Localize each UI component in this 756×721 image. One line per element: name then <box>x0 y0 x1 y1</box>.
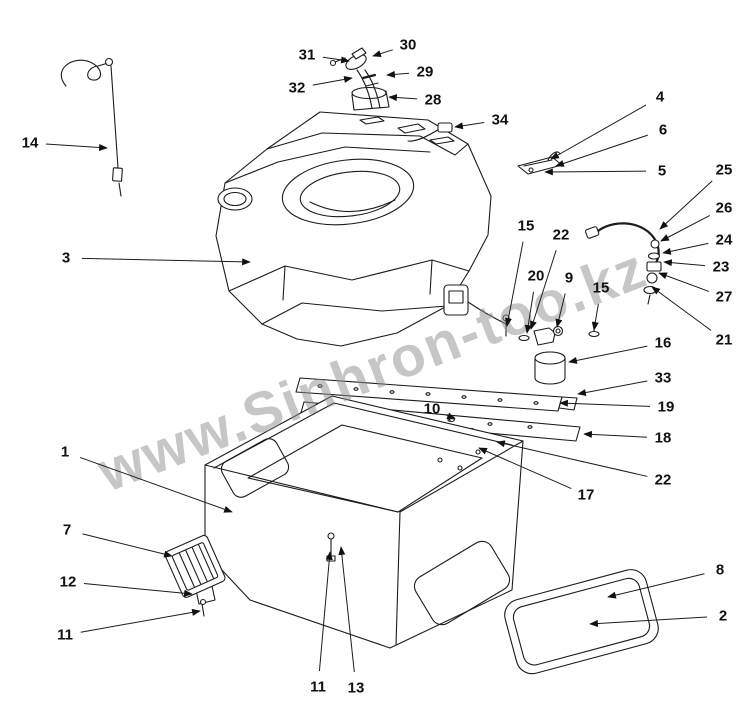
leader-line <box>312 75 353 86</box>
leader-line <box>454 121 485 130</box>
leader-line <box>658 272 710 292</box>
callout-label: 26 <box>716 200 733 217</box>
callout-label: 3 <box>62 250 70 267</box>
cover-panel <box>504 569 659 675</box>
leader-line <box>607 573 705 599</box>
callout-label: 12 <box>60 574 77 591</box>
callout-label: 2 <box>719 608 727 625</box>
callout-label: 27 <box>716 289 733 306</box>
filler-hose <box>329 47 381 109</box>
callout-label: 20 <box>528 268 545 285</box>
callout-label: 16 <box>655 335 672 352</box>
leader-line <box>568 345 648 364</box>
callout-label: 32 <box>289 80 306 97</box>
leader-line <box>388 94 418 102</box>
callout-label: 19 <box>658 399 675 416</box>
leader-line <box>80 608 201 633</box>
dipstick <box>60 57 123 197</box>
leader-line <box>82 533 173 558</box>
leader-line <box>446 412 456 420</box>
leader-line <box>524 291 534 334</box>
leader-line <box>660 214 711 242</box>
leader-line <box>651 286 712 331</box>
leader-line <box>555 134 648 167</box>
callout-label: 6 <box>659 122 667 139</box>
sensor-wire <box>407 122 453 142</box>
hardware-cluster <box>467 301 600 385</box>
callout-label: 15 <box>518 218 535 235</box>
callout-label: 25 <box>716 162 733 179</box>
callout-label: 7 <box>63 522 71 539</box>
callout-label: 5 <box>658 163 666 180</box>
callout-label: 17 <box>578 487 595 504</box>
callout-label: 13 <box>348 680 365 697</box>
leader-line <box>478 447 572 490</box>
leader-line <box>505 241 524 327</box>
chassis-box <box>195 395 524 649</box>
callout-label: 31 <box>299 47 316 64</box>
leader-line <box>591 303 599 331</box>
leader-line <box>372 49 393 57</box>
leader-line <box>577 380 648 396</box>
callout-label: 11 <box>310 679 326 696</box>
callout-label: 8 <box>716 562 724 579</box>
leader-line <box>83 583 193 597</box>
leader-line <box>318 551 333 672</box>
grille <box>164 534 226 598</box>
callout-label: 28 <box>425 92 442 109</box>
vent-bracket <box>517 151 563 175</box>
callout-label: 11 <box>57 627 73 644</box>
callout-label: 18 <box>655 430 672 447</box>
callout-label: 34 <box>492 112 509 129</box>
leader-line <box>559 399 651 407</box>
leader-line <box>338 546 355 673</box>
leader-line <box>45 143 108 151</box>
leader-line <box>663 259 706 267</box>
fuel-tank <box>215 86 492 347</box>
leader-line <box>79 456 233 513</box>
callout-label: 22 <box>553 227 570 244</box>
callout-label: 30 <box>400 37 417 54</box>
leader-line <box>662 242 709 255</box>
callout-label: 15 <box>593 280 610 297</box>
callout-label: 14 <box>22 135 39 152</box>
leader-line <box>550 104 647 160</box>
leader-line <box>555 293 566 328</box>
callout-label: 29 <box>417 64 434 81</box>
leader-line <box>659 180 713 230</box>
leader-line <box>589 616 708 628</box>
leader-line <box>322 56 350 64</box>
callout-label: 33 <box>655 370 672 387</box>
callout-label: 21 <box>716 332 733 349</box>
leader-line <box>81 257 251 266</box>
leader-line <box>530 250 557 330</box>
callout-label: 1 <box>61 444 69 461</box>
leader-line <box>544 168 647 176</box>
callout-label: 22 <box>655 472 672 489</box>
callout-label: 23 <box>713 259 730 276</box>
leader-line <box>583 430 648 438</box>
callout-label: 4 <box>656 89 665 106</box>
leader-line <box>386 70 410 78</box>
callout-label: 10 <box>424 401 441 418</box>
callout-label: 24 <box>716 232 733 249</box>
callout-label: 9 <box>565 270 573 287</box>
leader-line <box>496 440 648 477</box>
